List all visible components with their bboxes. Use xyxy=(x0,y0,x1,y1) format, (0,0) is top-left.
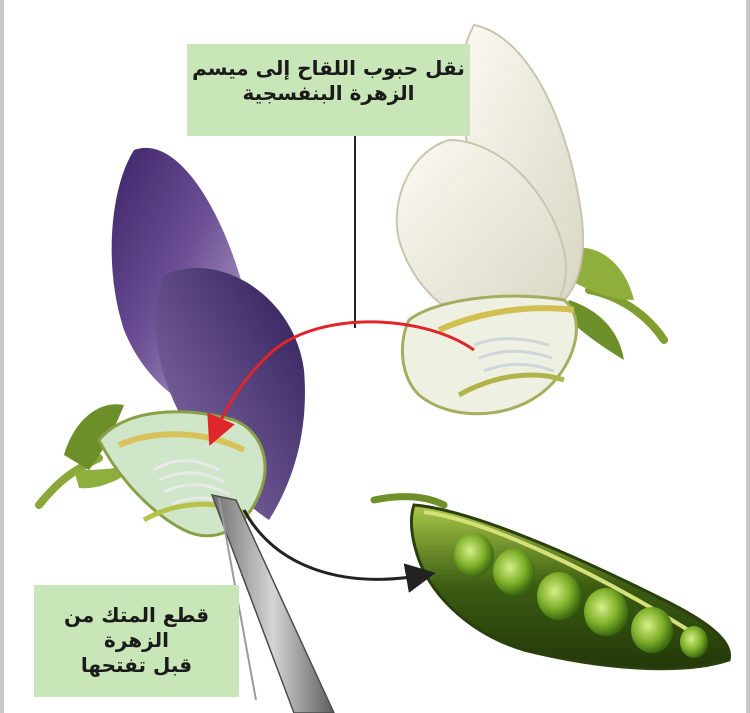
purple-flower xyxy=(39,148,305,536)
anther-removal-label-line2: قبل تفتحها xyxy=(34,653,239,678)
anther-removal-label-line1: قطع المتك من الزهرة xyxy=(34,603,239,653)
flower-to-pod-arrow xyxy=(244,510,424,579)
pollen-transfer-label: نقل حبوب اللقاح إلى ميسم الزهرة البنفسجي… xyxy=(187,44,470,136)
pollen-transfer-label-line1: نقل حبوب اللقاح إلى ميسم xyxy=(187,56,470,81)
anther-removal-label: قطع المتك من الزهرة قبل تفتحها xyxy=(34,585,239,697)
pollen-transfer-label-line2: الزهرة البنفسجية xyxy=(187,81,470,106)
pea-pod xyxy=(374,497,730,669)
